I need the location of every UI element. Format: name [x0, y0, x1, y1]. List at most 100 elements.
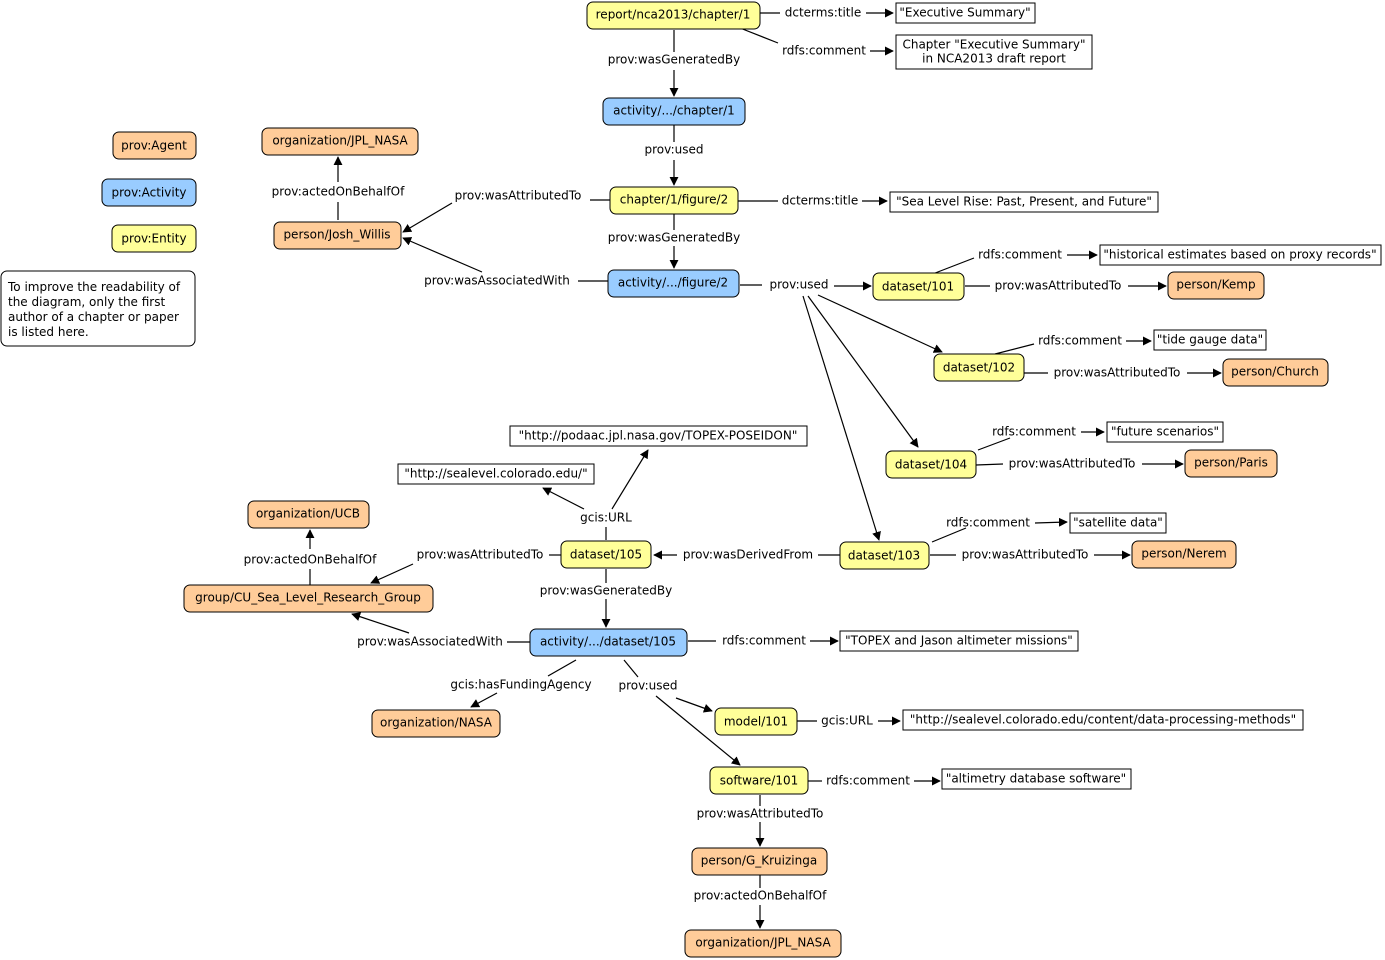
node-box	[183, 584, 434, 613]
edge-label: prov:wasDerivedFrom	[683, 548, 813, 562]
node-box	[397, 463, 595, 485]
node-box	[895, 34, 1093, 70]
edge-used-ds102	[817, 294, 943, 353]
node-kruizinga: person/G_Kruizinga	[691, 847, 828, 876]
node-label: "http://podaac.jpl.nasa.gov/TOPEX-POSEID…	[519, 429, 798, 443]
node-lit-topex: "TOPEX and Jason altimeter missions"	[839, 630, 1079, 652]
node-lit-tide: "tide gauge data"	[1153, 329, 1267, 351]
edge-ds104-attributed: prov:wasAttributedTo	[975, 457, 1184, 471]
node-label: "tide gauge data"	[1157, 333, 1263, 347]
node-box	[933, 353, 1025, 382]
node-box	[101, 178, 197, 207]
node-label: "altimetry database software"	[946, 772, 1126, 786]
node-act-figure: activity/.../figure/2	[607, 269, 740, 298]
node-label: "http://sealevel.colorado.edu/"	[404, 467, 587, 481]
node-lit-sat: "satellite data"	[1069, 512, 1167, 534]
edge-ds104-comment: rdfs:comment	[977, 425, 1105, 451]
node-label: activity/.../dataset/105	[540, 635, 676, 649]
node-label: Chapter "Executive Summary"	[902, 38, 1085, 52]
node-box	[714, 707, 798, 736]
edge-ds102-comment: rdfs:comment	[994, 334, 1152, 355]
node-label: organization/NASA	[380, 716, 493, 730]
edge-ds101-comment: rdfs:comment	[929, 248, 1098, 276]
node-box	[247, 500, 370, 529]
node-label: activity/.../figure/2	[618, 276, 728, 290]
edge-label: rdfs:comment	[722, 634, 806, 648]
node-label: model/101	[724, 715, 788, 729]
edge-josh-behalf: prov:actedOnBehalfOf	[272, 156, 405, 220]
edge-used-ds103	[802, 295, 881, 541]
node-cu-group: group/CU_Sea_Level_Research_Group	[183, 584, 434, 613]
edge-label: rdfs:comment	[826, 774, 910, 788]
node-ds103: dataset/103	[839, 541, 930, 570]
node-org-ucb: organization/UCB	[247, 500, 370, 529]
legend-note: To improve the readability of the diagra…	[0, 270, 196, 347]
edge-label: prov:wasGeneratedBy	[608, 53, 741, 67]
edge-label: prov:actedOnBehalfOf	[694, 889, 827, 903]
node-label: dataset/105	[570, 548, 642, 562]
node-label: organization/JPL_NASA	[695, 936, 831, 950]
node-box	[1069, 512, 1167, 534]
edge-label: rdfs:comment	[782, 44, 866, 58]
node-act-ds105: activity/.../dataset/105	[529, 628, 688, 657]
node-box	[273, 221, 402, 250]
edge-ds103-comment: rdfs:comment	[931, 516, 1068, 543]
legend-entity: prov:Entity	[111, 224, 197, 253]
node-label: person/Josh_Willis	[283, 228, 390, 242]
edge-figure-attributed: prov:wasAttributedTo	[402, 189, 610, 233]
node-label: is listed here.	[8, 325, 89, 339]
node-lit-chapter-comment: Chapter "Executive Summary" in NCA2013 d…	[895, 34, 1093, 70]
edge-label: prov:wasAssociatedWith	[357, 635, 503, 649]
node-figure: chapter/1/figure/2	[609, 186, 739, 215]
node-lit-hist: "historical estimates based on proxy rec…	[1099, 244, 1382, 266]
node-label: author of a chapter or paper	[8, 310, 179, 324]
node-box	[684, 929, 842, 958]
node-box	[902, 709, 1304, 731]
edge-label: prov:actedOnBehalfOf	[272, 185, 405, 199]
node-label: in NCA2013 draft report	[922, 52, 1066, 66]
node-label: person/Church	[1231, 365, 1319, 379]
edge-label: prov:wasGeneratedBy	[540, 584, 673, 598]
edge-label: rdfs:comment	[1038, 334, 1122, 348]
edge-actchapter-used: prov:used	[645, 125, 703, 186]
node-label: "Sea Level Rise: Past, Present, and Futu…	[896, 195, 1152, 209]
legend: prov:Agent prov:Activity prov:Entity To …	[0, 131, 197, 347]
node-box	[609, 186, 739, 215]
edge-ds105-attributed: prov:wasAttributedTo	[370, 548, 561, 584]
node-box	[111, 224, 197, 253]
node-box	[1222, 358, 1329, 387]
node-label: "TOPEX and Jason altimeter missions"	[845, 634, 1073, 648]
edge-figure-title: dcterms:title	[738, 194, 888, 208]
edge-label: prov:wasAttributedTo	[697, 807, 824, 821]
edge-label: gcis:URL	[821, 714, 873, 728]
node-lit-altimetry: "altimetry database software"	[941, 768, 1132, 790]
node-box	[839, 630, 1079, 652]
edge-label: prov:wasAttributedTo	[1054, 366, 1181, 380]
node-box	[529, 628, 688, 657]
edge-label: prov:wasAttributedTo	[962, 548, 1089, 562]
node-label: person/Kemp	[1176, 278, 1255, 292]
edge-kruizinga-behalf: prov:actedOnBehalfOf	[694, 875, 827, 929]
node-ds102: dataset/102	[933, 353, 1025, 382]
node-label: To improve the readability of	[7, 280, 181, 294]
node-label: prov:Agent	[121, 139, 187, 153]
edge-chapter-comment: rdfs:comment	[739, 27, 894, 58]
node-label: "http://sealevel.colorado.edu/content/da…	[910, 713, 1296, 727]
legend-activity: prov:Activity	[101, 178, 197, 207]
node-box	[586, 1, 761, 30]
node-box	[872, 272, 965, 301]
node-label: prov:Activity	[112, 186, 187, 200]
node-label: person/Paris	[1194, 456, 1268, 470]
node-josh: person/Josh_Willis	[273, 221, 402, 250]
node-label: dataset/103	[848, 549, 920, 563]
node-ds104: dataset/104	[885, 450, 977, 479]
edge-label: gcis:hasFundingAgency	[450, 678, 591, 692]
edge-label: prov:wasAttributedTo	[1009, 457, 1136, 471]
node-box	[1153, 329, 1267, 351]
edge-ds103-attributed: prov:wasAttributedTo	[930, 548, 1131, 562]
node-label: organization/UCB	[256, 507, 360, 521]
node-box	[1167, 271, 1265, 300]
node-box	[1184, 449, 1278, 478]
edge-label: rdfs:comment	[978, 248, 1062, 262]
